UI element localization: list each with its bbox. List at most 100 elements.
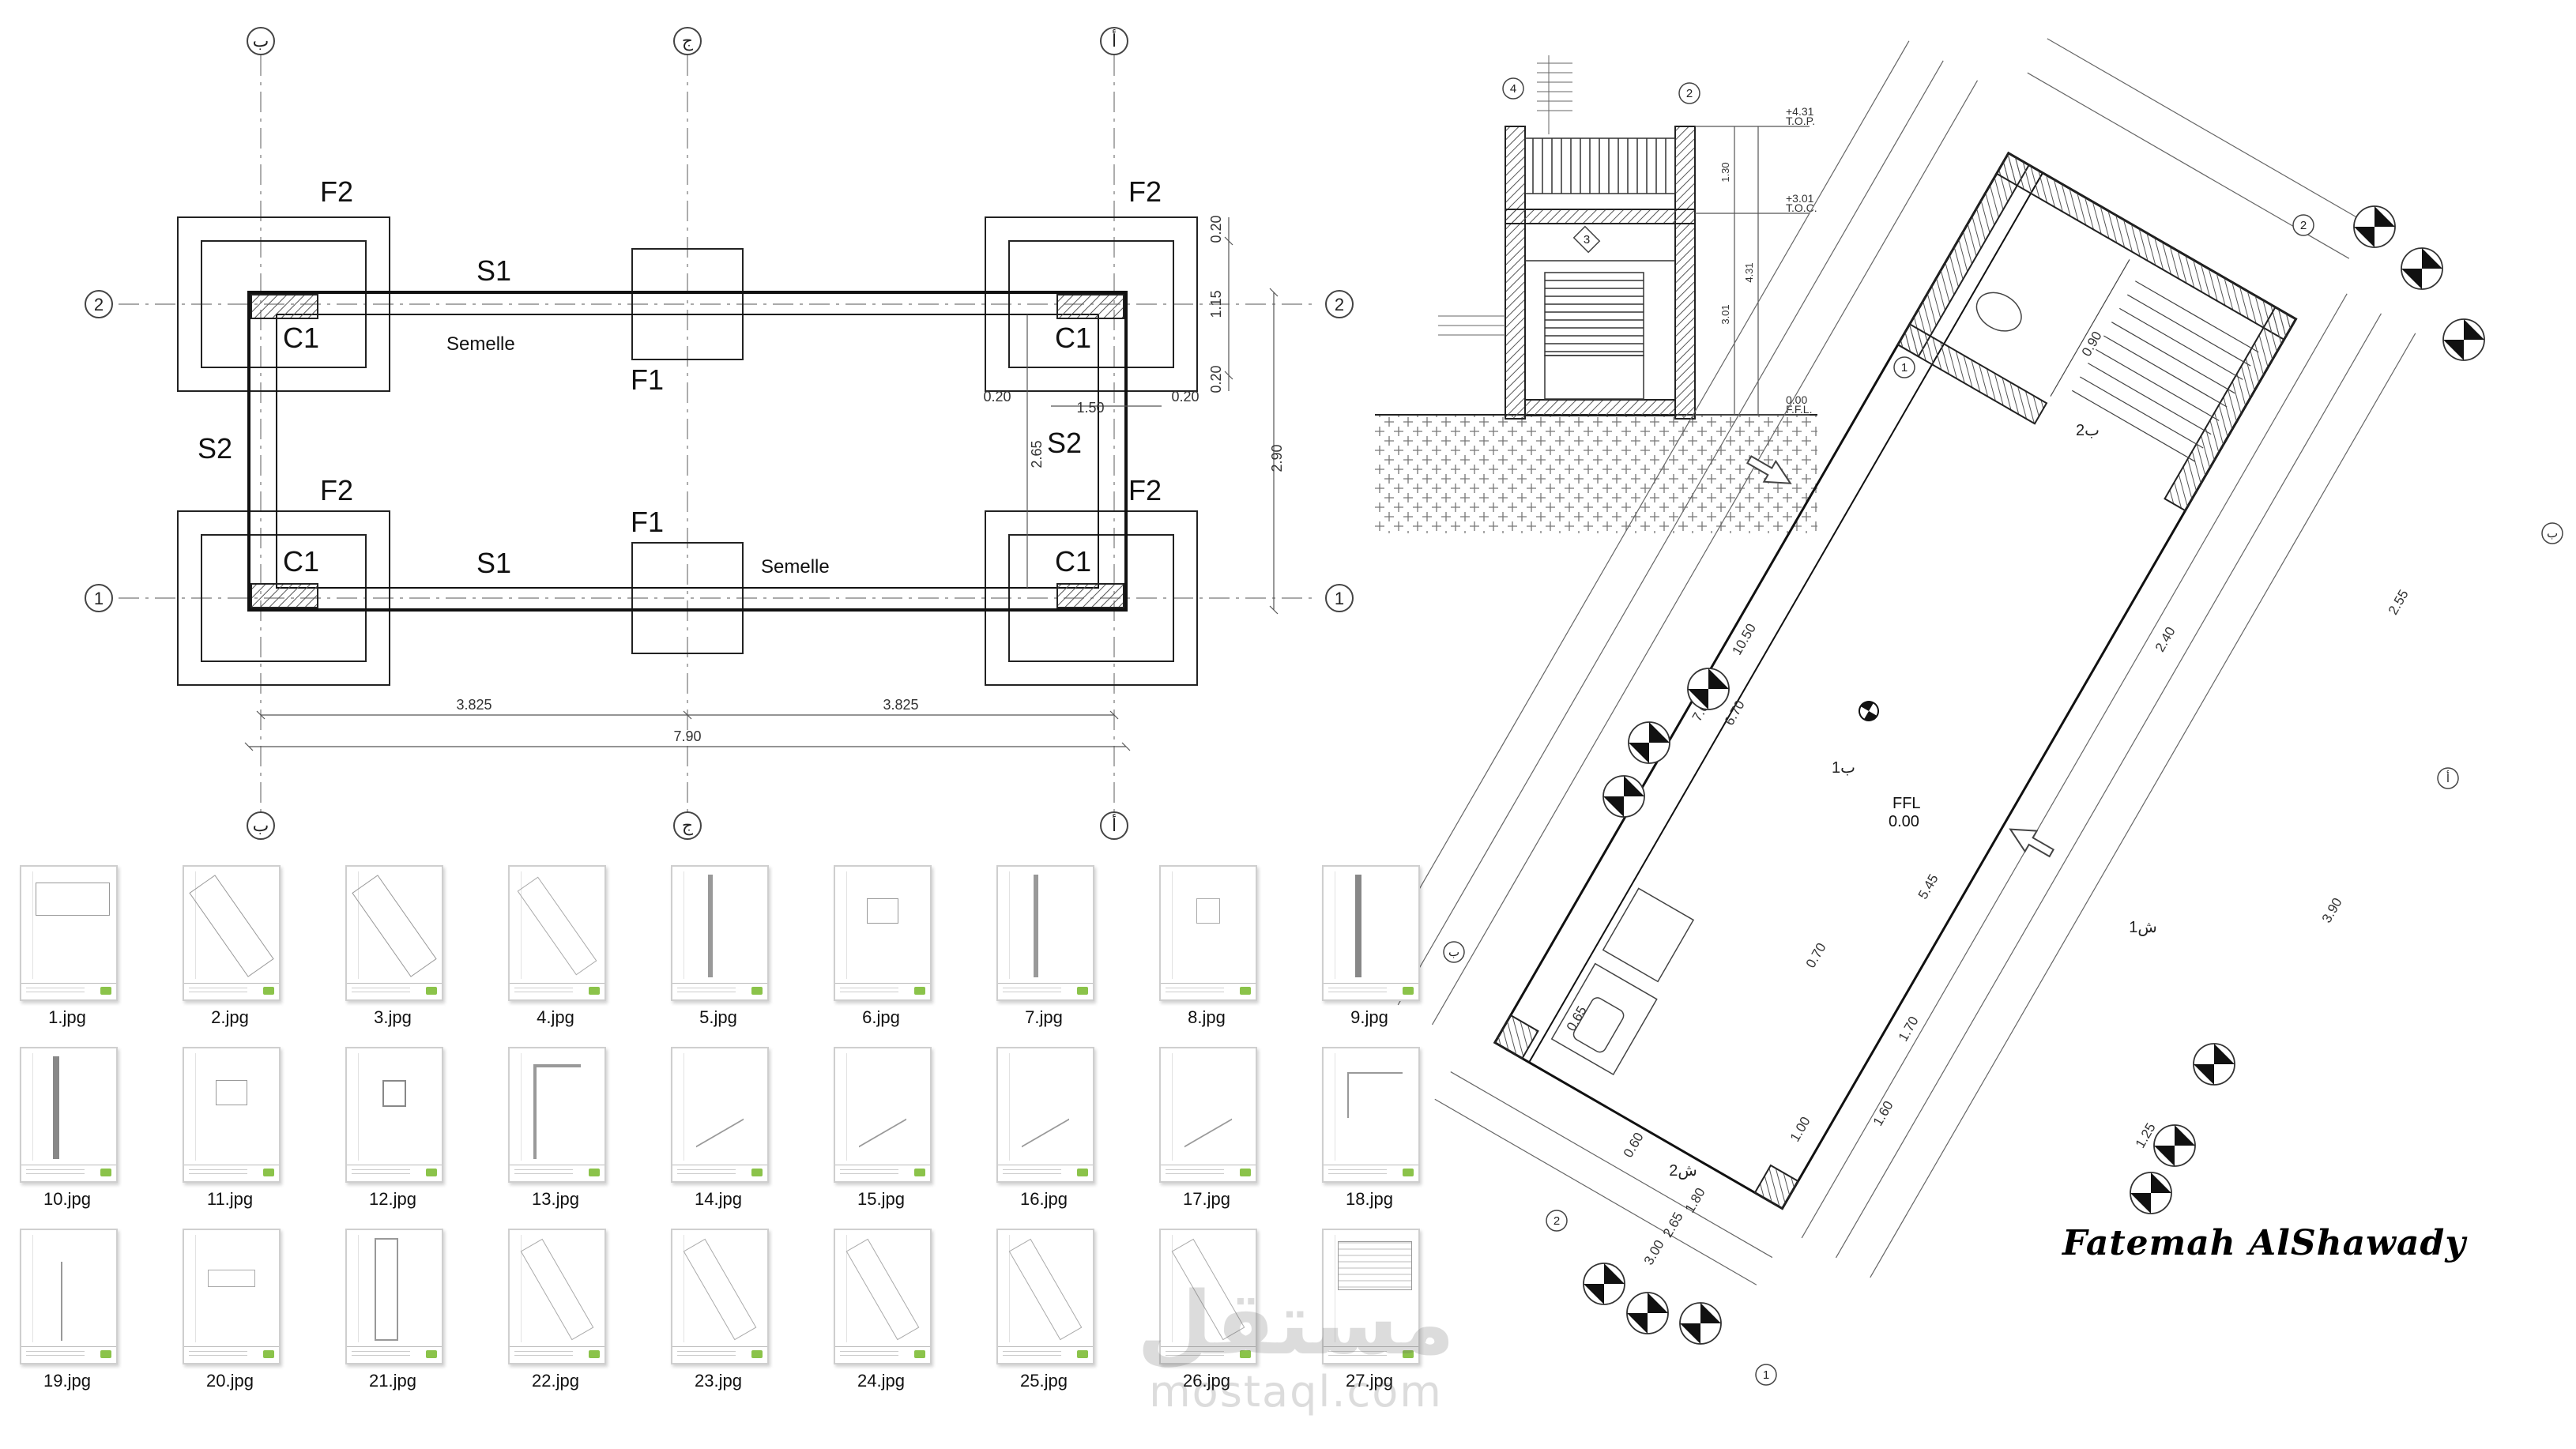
sheet-thumbnail[interactable]: 11.jpg [183,1047,285,1210]
floor-plan-grid-bubbles [1443,214,2563,1386]
building-section: 4 3 2 +4.31 T.O.P. +3.01 T.O.C. 0.00 F.F… [1375,55,1817,533]
room-tag-b1: 1ب [1832,759,1855,777]
sheet-filename: 16.jpg [1020,1189,1068,1209]
sheet-filename: 4.jpg [537,1007,574,1027]
sheet-preview [508,1047,606,1183]
svg-text:1.80: 1.80 [1682,1185,1708,1215]
watermark-logo: مستقل mostaql.com [1130,1280,1462,1417]
sheet-preview [996,865,1094,1001]
sheet-thumbnail[interactable]: 14.jpg [671,1047,774,1210]
sheet-thumbnail[interactable]: 7.jpg [996,865,1099,1028]
sheet-filename: 1.jpg [48,1007,86,1027]
sheet-thumbnail[interactable]: 13.jpg [508,1047,611,1210]
label-semelle-top: Semelle [446,333,515,355]
sheet-thumbnail[interactable]: 5.jpg [671,865,774,1028]
label-s2-left: S2 [198,432,232,465]
level-ffl-name: F.F.L. [1786,403,1812,416]
sheet-thumbnail[interactable]: 8.jpg [1159,865,1262,1028]
svg-text:0.65: 0.65 [1564,1003,1590,1033]
footing-f1-top [631,248,744,360]
level-toc-value: +3.01 [1786,192,1814,205]
grid-bubble-b-top [247,27,275,55]
label-c1-br: C1 [1055,545,1091,578]
sheet-preview [508,1229,606,1364]
sheet-preview [1159,1047,1257,1183]
sheet-filename: 10.jpg [43,1189,91,1209]
sheet-thumbnail[interactable]: 9.jpg [1322,865,1425,1028]
section-bubble-3-label: 3 [1584,233,1590,247]
level-top-value: +4.31 [1786,105,1814,118]
label-c1-tl: C1 [283,322,319,354]
sheet-filename: 6.jpg [862,1007,900,1027]
label-f2-bl: F2 [320,474,353,506]
grid-label-1-right: 1 [1335,589,1344,608]
sheet-filename: 23.jpg [695,1371,742,1391]
sheet-preview [834,1047,932,1183]
dim-footing-width: 1.50 [1076,400,1104,416]
sheet-thumbnail[interactable]: 16.jpg [996,1047,1099,1210]
section-marker-fills [1584,206,2484,1344]
sheet-thumbnail[interactable]: 2.jpg [183,865,285,1028]
grid-label-2-left: 2 [94,295,104,314]
sheet-thumbnail[interactable]: 10.jpg [20,1047,122,1210]
sheet-thumbnail[interactable]: 3.jpg [345,865,448,1028]
svg-text:1.60: 1.60 [1870,1098,1896,1128]
sheet-preview [183,865,281,1001]
footing-f2-top-left [177,216,390,392]
sheet-thumbnail[interactable]: 23.jpg [671,1229,774,1391]
fp-bubble-a: أ [2446,770,2450,785]
fixture-sink [1550,962,1658,1075]
sheet-thumbnail[interactable]: 20.jpg [183,1229,285,1391]
grid-bubble-j-top [673,27,702,55]
sheet-thumbnail[interactable]: 17.jpg [1159,1047,1262,1210]
beam-inner [276,314,1099,589]
svg-text:3.00: 3.00 [1641,1237,1667,1267]
sheet-filename: 7.jpg [1025,1007,1063,1027]
sheet-preview [834,865,932,1001]
grid-label-1-left: 1 [94,589,104,608]
sheet-preview [183,1047,281,1183]
sheet-thumbnail[interactable]: 15.jpg [834,1047,936,1210]
grid-label-j-top: ج [682,31,694,51]
sheet-thumbnail[interactable]: 25.jpg [996,1229,1099,1391]
sheet-thumbnail[interactable]: 24.jpg [834,1229,936,1391]
ffl-label: FFL [1892,795,1921,812]
sheet-thumbnail[interactable]: 26.jpg [1159,1229,1262,1391]
tie-beams [247,291,1128,612]
sheet-thumbnail[interactable]: 4.jpg [508,865,611,1028]
footing-f2-bottom-right [985,510,1198,686]
sheet-preview [1159,1229,1257,1364]
watermark-arabic: مستقل [1136,1273,1456,1374]
section-floor-slab [1524,399,1676,416]
sheet-preview [671,1047,769,1183]
section-bubble-3 [1572,225,1601,254]
sheet-thumbnail[interactable]: 12.jpg [345,1047,448,1210]
arrow-icon [1746,455,1792,484]
section-wall-left [1505,126,1526,420]
sheet-preview [20,1229,118,1364]
sheet-filename: 5.jpg [699,1007,737,1027]
floor-plan-dimension-lines [1363,38,2416,1285]
sheet-filename: 26.jpg [1183,1371,1230,1391]
sheet-filename: 25.jpg [1020,1371,1068,1391]
svg-text:0.70: 0.70 [1803,940,1829,970]
sheet-thumbnail[interactable]: 18.jpg [1322,1047,1425,1210]
fixtures [1550,292,2022,1075]
dim-half-right: 3.825 [883,697,918,713]
svg-text:0.90: 0.90 [2079,329,2105,359]
sheet-thumbnail[interactable]: 6.jpg [834,865,936,1028]
sheet-preview [1159,865,1257,1001]
sheet-thumbnail[interactable]: 1.jpg [20,865,122,1028]
dim-total: 7.90 [673,728,701,744]
section-railing [1524,137,1676,194]
sheet-thumbnail[interactable]: 22.jpg [508,1229,611,1391]
sheet-filename: 18.jpg [1346,1189,1393,1209]
sheet-thumbnail[interactable]: 19.jpg [20,1229,122,1391]
sheet-filename: 19.jpg [43,1371,91,1391]
svg-text:6.70: 6.70 [1722,698,1748,728]
section-wall-right [1674,126,1696,420]
sheet-thumbnail[interactable]: 27.jpg [1322,1229,1425,1391]
sheet-thumbnail[interactable]: 21.jpg [345,1229,448,1391]
column-c1-tr [1056,294,1124,319]
